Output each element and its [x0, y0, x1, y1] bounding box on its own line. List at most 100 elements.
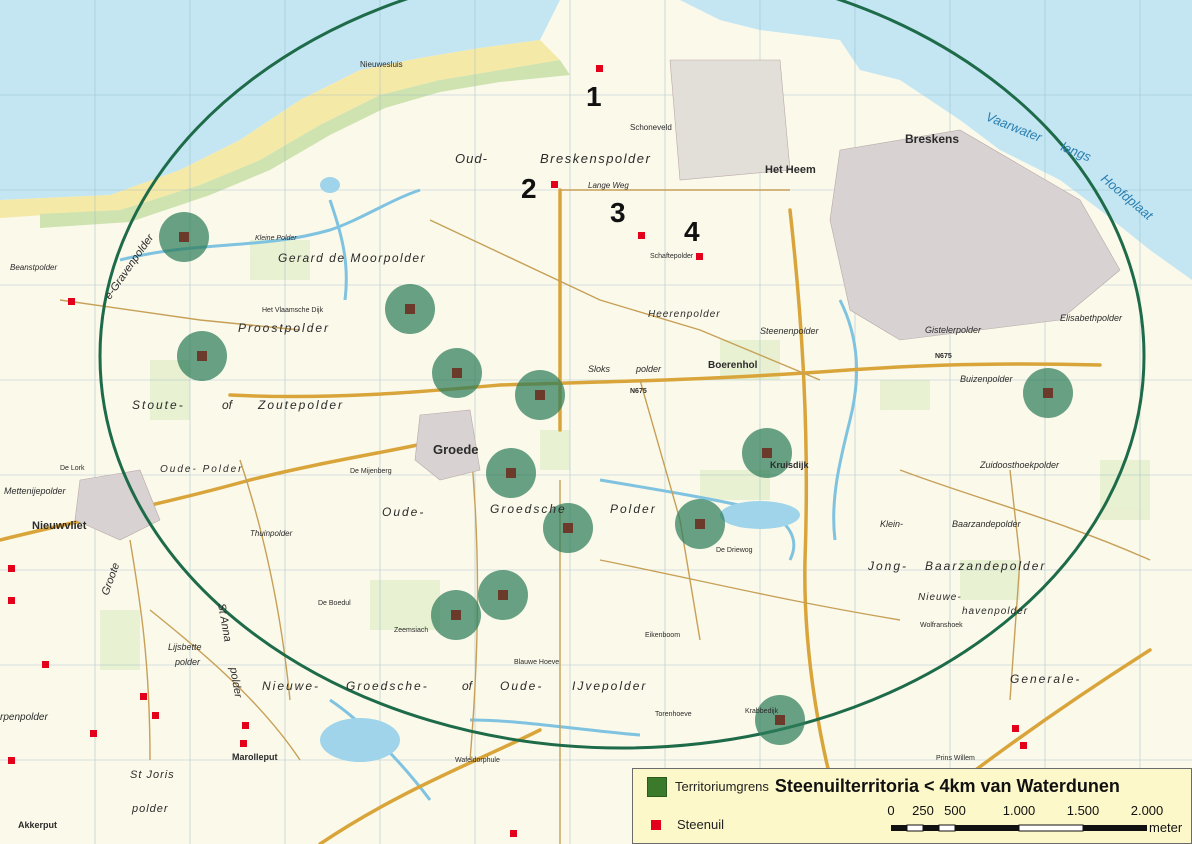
legend-title: Steenuilterritoria < 4km van Waterdunen	[774, 776, 1120, 796]
label-het-heem: Het Heem	[765, 164, 816, 176]
label-sloks: Sloks	[588, 364, 611, 374]
label-polder3: polder	[227, 665, 245, 699]
label-groedsche-2: Groedsche-	[346, 679, 429, 693]
westerschelde-area	[680, 0, 1192, 280]
label-havenpolder: havenpolder	[962, 606, 1028, 617]
sea-area	[0, 0, 560, 200]
owl-marker	[8, 565, 15, 572]
label-wafeldorphule: Wafeldorphule	[455, 757, 500, 764]
label-zoutepolder: Zoutepolder	[257, 398, 344, 412]
label-het-vlaamsche: Het Vlaamsche Dijk	[262, 307, 324, 314]
label-polder1: polder	[635, 364, 662, 374]
label-n675-b: N675	[935, 353, 952, 360]
label-wolfram: Wolfranshoek	[920, 622, 963, 629]
label-heerenpolder: Heerenpolder	[648, 309, 721, 320]
scale-tick-label: 250	[912, 803, 934, 818]
beach-strip	[0, 40, 560, 218]
territory	[675, 499, 725, 549]
label-generale: Generale-	[1010, 672, 1081, 686]
owl-marker	[140, 693, 147, 700]
label-kleine-polder: Kleine Polder	[255, 235, 297, 242]
sighting-numbers: 1 2 3 4	[521, 81, 700, 247]
scale-unit: meter	[1149, 820, 1183, 835]
owl-marker	[551, 181, 558, 188]
territory	[177, 331, 227, 381]
owl-marker	[152, 712, 159, 719]
label-steenenpolder: Steenenpolder	[760, 326, 820, 336]
legend-territory-label: Territoriumgrens	[675, 779, 769, 794]
label-thuinpolder: Thuinpolder	[250, 529, 293, 538]
label-nieuwesluis: Nieuwesluis	[360, 60, 403, 69]
label-krabbedijk: Krabbedijk	[745, 708, 779, 715]
owl-marker	[42, 661, 49, 668]
territory-swatch	[647, 776, 667, 797]
territory	[478, 570, 528, 620]
scale-tick-label: 500	[944, 803, 966, 818]
label-schoneveld: Schoneveld	[630, 123, 672, 132]
label-akkerput: Akkerput	[18, 820, 57, 830]
owl-marker	[510, 830, 517, 837]
label-prins-willem: Prins Willem	[936, 755, 975, 762]
owl-marker	[8, 757, 15, 764]
owl-marker	[638, 232, 645, 239]
scale-tick-label: 1.000	[1002, 803, 1036, 818]
label-gistelerpolder: Gistelerpolder	[925, 325, 982, 335]
label-blauwe-hoeve: Blauwe Hoeve	[514, 659, 559, 666]
label-baarzandepolder-2: Baarzandepolder	[952, 519, 1022, 529]
label-polder5: polder	[131, 803, 169, 815]
territory	[159, 212, 209, 262]
scale-tick-label: 0	[887, 803, 895, 818]
label-nieuwe-havenpolder: Nieuwe-	[918, 592, 962, 603]
sighting-number-3: 3	[610, 197, 626, 228]
label-klein: Klein-	[880, 519, 903, 529]
label-proostpolder: Proostpolder	[238, 321, 330, 335]
owl-markers	[8, 65, 1027, 837]
territory	[486, 448, 536, 498]
owl-marker	[242, 722, 249, 729]
label-oude-polder: Oude- Polder	[160, 464, 243, 475]
label-eikenboom: Eikenboom	[645, 632, 680, 639]
scale-tick-label: 1.500	[1066, 803, 1100, 818]
label-polder4: polder	[174, 657, 201, 667]
built-up-areas	[74, 59, 1121, 541]
label-polder2: Polder	[610, 502, 657, 516]
label-stoute: Stoute-	[132, 398, 185, 412]
label-nieuwe: Nieuwe-	[262, 679, 320, 693]
label-mettenijepolder: Mettenijepolder	[4, 486, 67, 496]
label-de-mijenberg: De Mijenberg	[350, 468, 392, 475]
label-lange-weg: Lange Weg	[588, 181, 629, 190]
label-rpenpolder: rpenpolder	[0, 712, 48, 723]
label-zeemsiach: Zeemsiach	[394, 627, 428, 634]
label-de-boedul: De Boedul	[318, 600, 351, 607]
scale-tick-label: 2.000	[1130, 803, 1164, 818]
label-de-driewog: De Driewog	[716, 547, 753, 554]
dune-strip	[40, 60, 570, 228]
territory	[431, 590, 481, 640]
owl-marker	[596, 65, 603, 72]
owl-marker	[1012, 725, 1019, 732]
label-schaftepolder: Schaftepolder	[650, 253, 694, 260]
label-oude: Oude-	[382, 505, 425, 519]
water-lakes	[320, 177, 800, 762]
label-elisabethpolder: Elisabethpolder	[1060, 313, 1123, 323]
map-legend: Territoriumgrens Steenuilterritoria < 4k…	[632, 768, 1192, 844]
label-torenhoeve: Torenhoeve	[655, 711, 692, 718]
legend-owl-label: Steenuil	[677, 817, 724, 832]
territory	[385, 284, 435, 334]
label-lijsbette: Lijsbette	[168, 642, 202, 652]
label-buizenpolder: Buizenpolder	[960, 374, 1014, 384]
label-oude-2: Oude-	[500, 679, 543, 693]
label-jong: Jong-	[867, 559, 908, 573]
buffer-ring-4km	[98, 0, 1146, 750]
label-marolleput: Marolleput	[232, 752, 278, 762]
owl-marker	[8, 597, 15, 604]
label-de-lork: De Lork	[60, 465, 85, 472]
territory	[742, 428, 792, 478]
scale-bar-graphic	[891, 824, 1147, 832]
owl-marker	[240, 740, 247, 747]
scale-bar: 0 250 500 1.000 1.500 2.000 meter	[887, 803, 1183, 843]
sighting-number-1: 1	[586, 81, 602, 112]
legend-territory-row: Territoriumgrens Steenuilterritoria < 4k…	[647, 776, 1120, 797]
territory	[515, 370, 565, 420]
